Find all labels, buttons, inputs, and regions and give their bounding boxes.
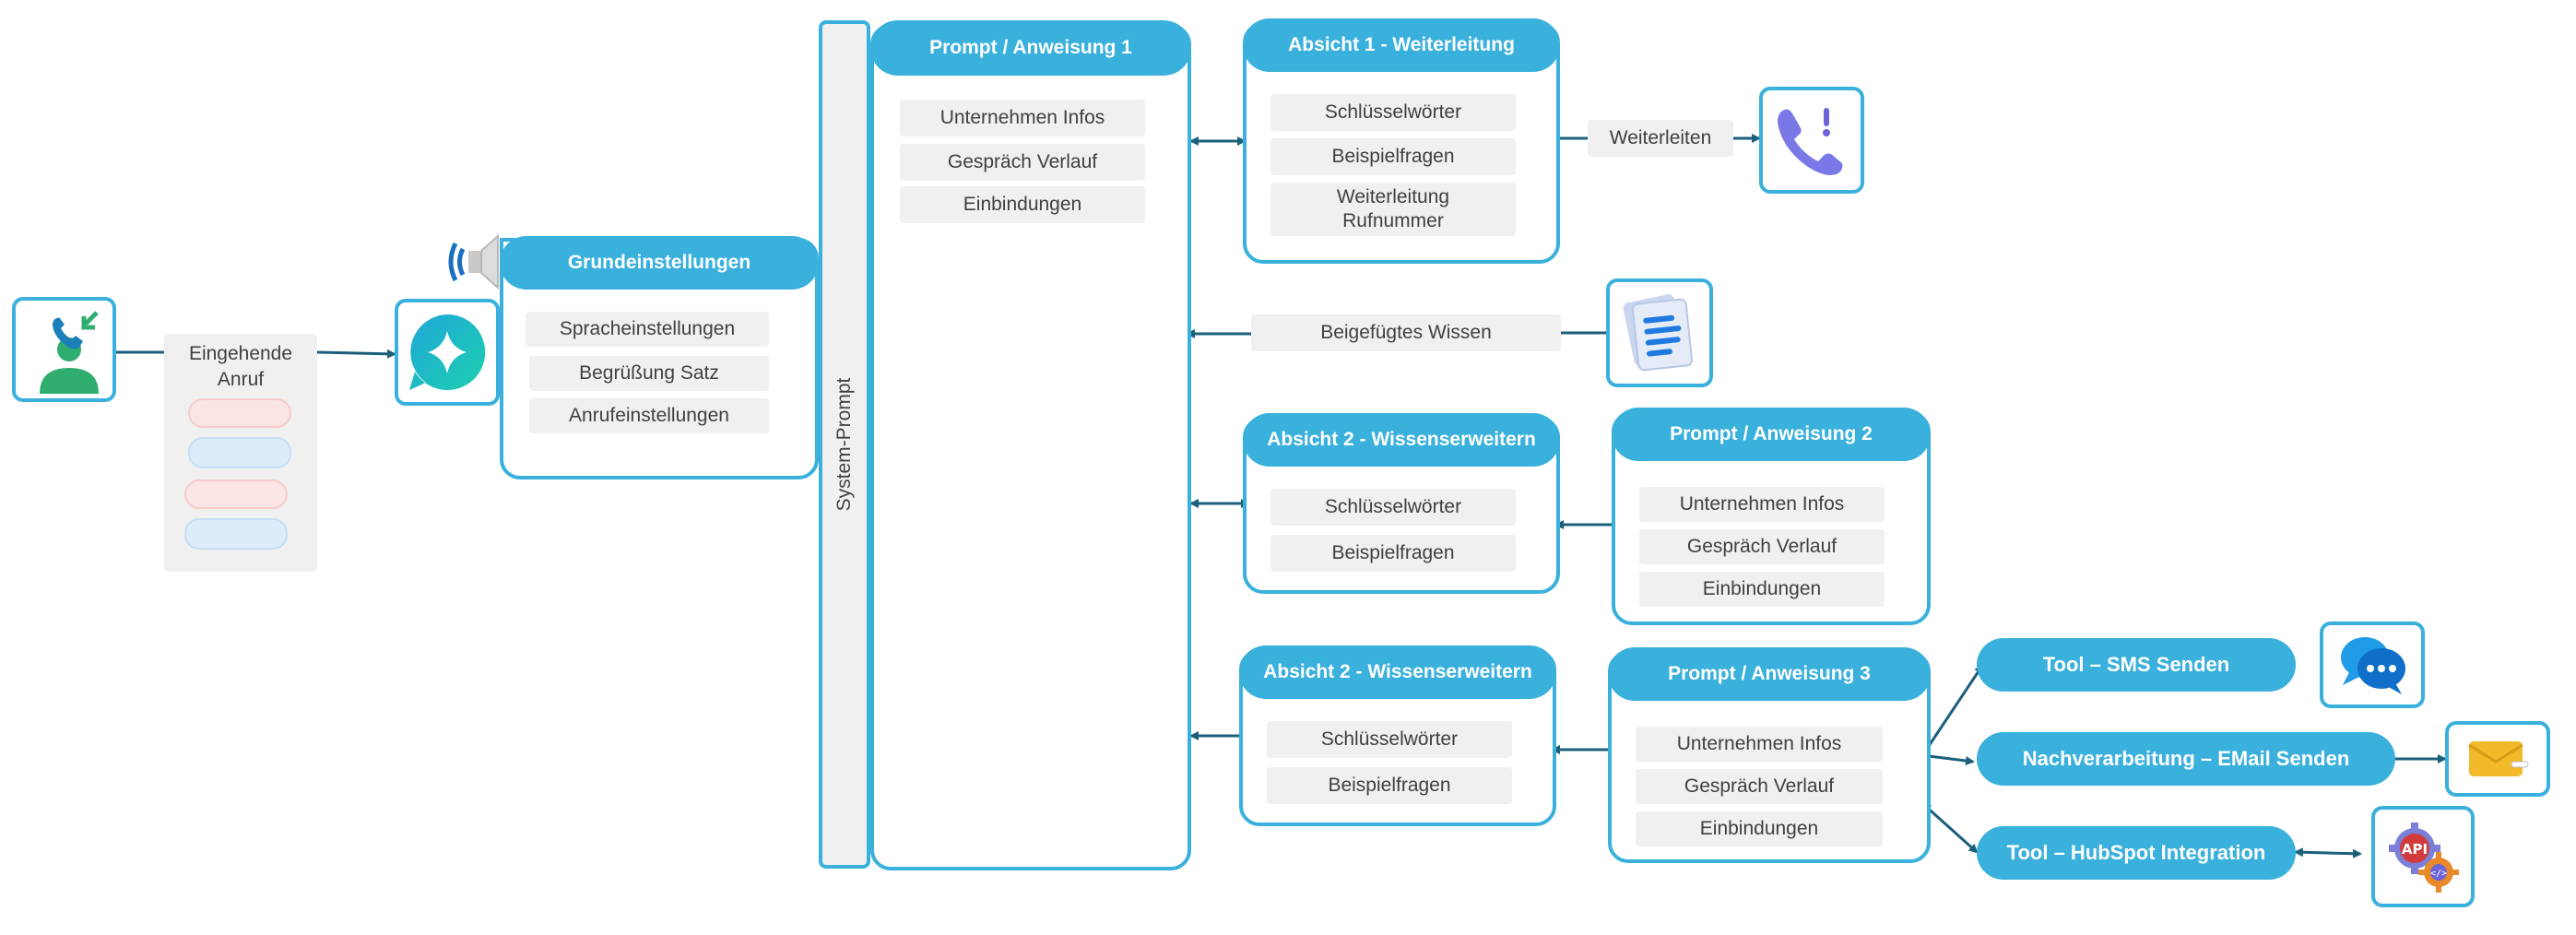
settings-title: Grundeinstellungen	[500, 236, 819, 290]
settings-item-call: Anrufeinstellungen	[529, 398, 769, 433]
system-prompt-bar: System-Prompt	[819, 20, 870, 869]
chat-icon-box	[2320, 621, 2425, 708]
prompt2-title: Prompt / Anweisung 2	[1612, 408, 1931, 461]
prompt3-item-integrations: Einbindungen	[1636, 811, 1883, 846]
tool-hubspot-pill: Tool – HubSpot Integration	[1977, 826, 2296, 880]
envelope-icon	[2468, 741, 2529, 776]
svg-text:</>: </>	[2430, 869, 2447, 879]
prompt2-item-flow: Gespräch Verlauf	[1639, 529, 1885, 564]
incoming-call-person-icon	[39, 311, 99, 394]
phone-icon-box	[1759, 87, 1864, 194]
intent1-item-keywords: Schlüsselwörter	[1270, 94, 1516, 131]
prompt2-item-company: Unternehmen Infos	[1639, 487, 1885, 522]
phone-alert-icon	[1778, 108, 1843, 175]
chat-bubble-pink-2	[184, 479, 288, 509]
incoming-call-label: Eingehende Anruf	[164, 341, 317, 393]
tool-sms-pill: Tool – SMS Senden	[1977, 638, 2296, 692]
ai-agent-logo-icon	[409, 314, 486, 390]
intent1-item-forward-number: Weiterleitung Rufnummer	[1270, 183, 1516, 236]
svg-text:API: API	[2402, 841, 2428, 858]
speaker-icon	[441, 231, 514, 295]
agent-icon-box	[395, 299, 500, 406]
prompt2-item-integrations: Einbindungen	[1639, 572, 1885, 607]
prompt1-title: Prompt / Anweisung 1	[870, 20, 1191, 76]
intent3-item-keywords: Schlüsselwörter	[1267, 721, 1512, 758]
api-icon-box: API </>	[2371, 806, 2475, 907]
intent2-title: Absicht 2 - Wissenserweitern	[1243, 413, 1560, 467]
intent3-item-examples: Beispielfragen	[1267, 767, 1512, 804]
intent2-item-keywords: Schlüsselwörter	[1270, 489, 1516, 526]
prompt1-item-company: Unternehmen Infos	[900, 100, 1145, 136]
tool-email-pill: Nachverarbeitung – EMail Senden	[1977, 732, 2395, 786]
system-prompt-label: System-Prompt	[833, 377, 855, 512]
incoming-call-label-line2: Anruf	[217, 369, 265, 390]
prompt3-item-company: Unternehmen Infos	[1636, 727, 1883, 762]
incoming-call-panel: Eingehende Anruf	[164, 334, 317, 572]
chat-bubble-pink-1	[188, 398, 291, 428]
caller-icon-box	[12, 297, 116, 402]
chat-bubbles-icon	[2341, 637, 2405, 694]
intent1-item-examples: Beispielfragen	[1270, 138, 1516, 175]
knowledge-label: Beigefügtes Wissen	[1251, 314, 1561, 351]
settings-item-greeting: Begrüßung Satz	[529, 356, 769, 391]
prompt3-item-flow: Gespräch Verlauf	[1636, 769, 1883, 804]
documents-icon	[1623, 294, 1694, 372]
settings-item-language: Spracheinstellungen	[526, 312, 769, 347]
api-gear-icon: API </>	[2389, 823, 2459, 893]
prompt1-item-flow: Gespräch Verlauf	[900, 144, 1145, 181]
forward-label: Weiterleiten	[1588, 120, 1733, 157]
chat-bubble-blue-2	[184, 518, 288, 550]
intent1-title: Absicht 1 - Weiterleitung	[1243, 18, 1560, 72]
prompt1-item-integrations: Einbindungen	[900, 186, 1145, 223]
mail-icon-box	[2445, 721, 2550, 797]
intent3-title: Absicht 2 - Wissenserweitern	[1239, 645, 1556, 699]
docs-icon-box	[1606, 278, 1713, 387]
intent2-item-examples: Beispielfragen	[1270, 535, 1516, 572]
incoming-call-label-line1: Eingehende	[188, 343, 293, 364]
prompt3-title: Prompt / Anweisung 3	[1608, 647, 1931, 701]
chat-bubble-blue-1	[188, 437, 291, 468]
